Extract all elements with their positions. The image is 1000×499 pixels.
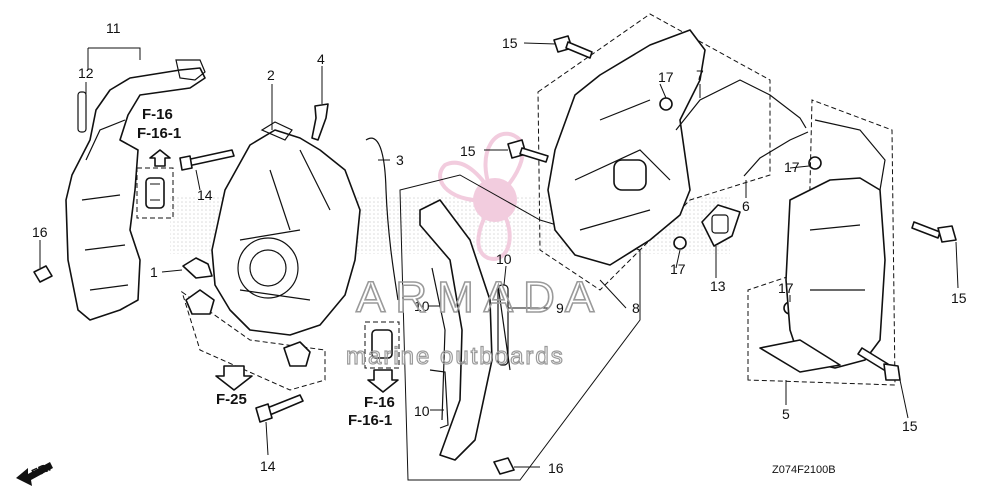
callout-17-mid: 17 xyxy=(670,261,686,277)
callout-7: 7 xyxy=(696,67,704,83)
part-grommet-top xyxy=(136,167,174,219)
callout-15-right-b: 15 xyxy=(902,418,918,434)
callout-9: 9 xyxy=(556,300,564,316)
part-bolt-15-top xyxy=(553,35,593,59)
callout-11: 11 xyxy=(106,20,121,36)
front-direction-marker xyxy=(16,462,53,486)
part-seal-3 xyxy=(365,137,399,301)
callout-14-lower: 14 xyxy=(260,458,276,474)
part-code: Z074F2100B xyxy=(772,464,836,476)
callout-10-mid: 10 xyxy=(414,298,430,314)
callout-8: 8 xyxy=(632,300,640,316)
part-nut-17-c xyxy=(808,156,822,170)
part-inner-housing xyxy=(537,13,771,291)
part-side-cover-left xyxy=(65,59,206,321)
ref-f16-1-bottom: F-16-1 xyxy=(348,412,392,429)
ref-f16-top: F-16 xyxy=(142,106,173,123)
part-bolt-15-right-b xyxy=(857,347,901,381)
part-grommet-bottom xyxy=(364,321,400,369)
ref-f16-1-top: F-16-1 xyxy=(137,125,181,142)
callout-10-lower: 10 xyxy=(414,403,430,419)
callout-15-mid: 15 xyxy=(460,143,476,159)
callout-2: 2 xyxy=(267,67,275,83)
callout-5: 5 xyxy=(782,406,790,422)
part-middle-cover-frame xyxy=(399,174,641,481)
watermark-tagline: marine outboards xyxy=(346,343,565,370)
callout-15-right-a: 15 xyxy=(951,290,967,306)
arrow-down-bottom-mid xyxy=(367,369,399,393)
callout-16-left: 16 xyxy=(32,224,48,240)
part-grommet-13 xyxy=(701,204,741,247)
watermark-brand: ARMADA xyxy=(356,273,604,322)
part-bolt-15-mid xyxy=(507,139,549,163)
callout-12: 12 xyxy=(78,65,94,81)
part-fan-cover xyxy=(211,121,361,336)
callout-16-bottom: 16 xyxy=(548,460,564,476)
callout-3: 3 xyxy=(396,152,404,168)
callout-4: 4 xyxy=(317,51,325,67)
part-bolt-15-right-a xyxy=(911,221,957,243)
part-side-cover-right xyxy=(747,99,896,386)
ref-f16-bottom: F-16 xyxy=(364,394,395,411)
ref-f25: F-25 xyxy=(216,391,247,408)
callout-6: 6 xyxy=(742,198,750,214)
part-bolt-1 xyxy=(182,257,213,279)
callout-17-top: 17 xyxy=(658,69,674,85)
callout-17-right-bottom: 17 xyxy=(778,280,794,296)
part-bolt-14-upper xyxy=(179,149,235,171)
front-label: FR. xyxy=(29,460,52,481)
callout-15-top: 15 xyxy=(502,35,518,51)
part-rod-6 xyxy=(743,131,809,177)
part-bracket-4 xyxy=(311,103,329,141)
part-bolt-14-lower xyxy=(255,394,304,423)
leader-lines xyxy=(39,42,959,468)
part-gear-group xyxy=(181,289,326,391)
part-screw-16-left xyxy=(33,265,53,283)
callout-10-upper: 10 xyxy=(496,251,512,267)
callout-14-upper: 14 xyxy=(197,187,213,203)
callout-1: 1 xyxy=(150,264,158,280)
callout-13: 13 xyxy=(710,278,726,294)
part-nut-17-b xyxy=(673,236,687,250)
part-rod-7 xyxy=(675,79,807,131)
callout-17-right-top: 17 xyxy=(784,159,800,175)
arrow-down-bottom-left xyxy=(215,365,253,391)
part-screw-16-bottom xyxy=(493,457,515,475)
arrow-up-top-left xyxy=(149,149,171,167)
